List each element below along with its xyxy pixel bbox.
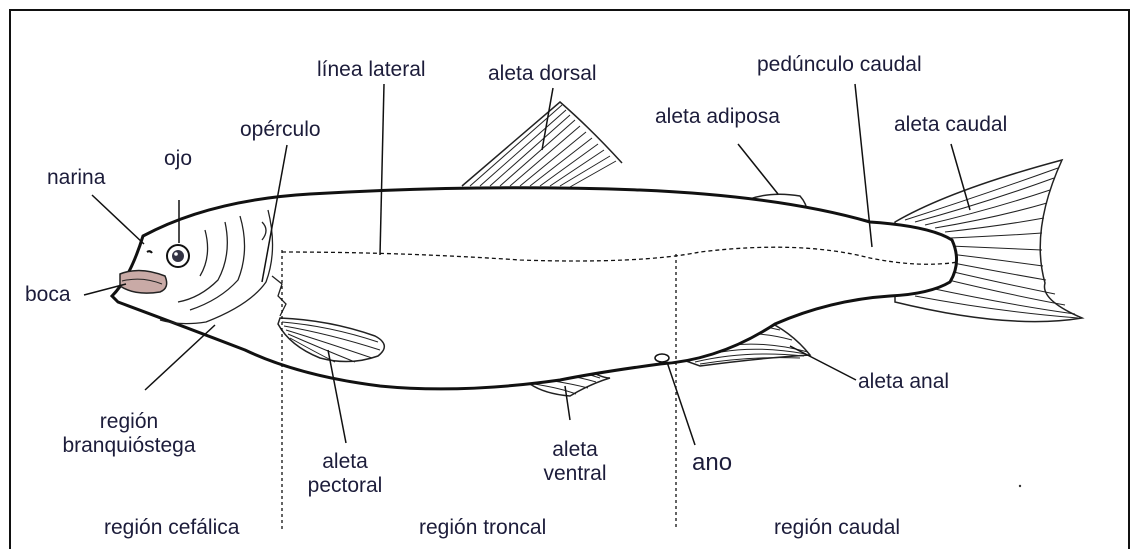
dorsal-fin [462, 102, 622, 187]
mouth [120, 270, 167, 293]
label-pedunculo-caudal: pedúnculo caudal [757, 53, 922, 77]
label-aleta-pectoral-line2: pectoral [290, 474, 400, 498]
label-aleta-anal: aleta anal [858, 370, 949, 394]
label-aleta-caudal: aleta caudal [894, 113, 1007, 137]
label-aleta-adiposa: aleta adiposa [655, 105, 780, 129]
label-aleta-pectoral: aleta pectoral [290, 450, 400, 498]
label-narina: narina [47, 166, 105, 190]
label-region-branquiostega-line2: branquióstega [40, 434, 218, 458]
label-aleta-ventral-line2: ventral [520, 462, 630, 486]
fish-body [112, 188, 957, 389]
speck [1019, 485, 1021, 487]
label-ano: ano [692, 451, 732, 475]
label-region-caudal: región caudal [774, 516, 900, 540]
label-region-cefalica: región cefálica [104, 516, 239, 540]
label-operculo: opérculo [240, 118, 321, 142]
label-aleta-ventral: aleta ventral [520, 438, 630, 486]
label-aleta-ventral-line1: aleta [520, 438, 630, 462]
label-aleta-pectoral-line1: aleta [290, 450, 400, 474]
label-boca: boca [25, 283, 71, 307]
label-region-branquiostega-line1: región [40, 410, 218, 434]
label-ojo: ojo [164, 147, 192, 171]
anus [655, 354, 669, 362]
label-linea-lateral: línea lateral [317, 58, 426, 82]
label-region-troncal: región troncal [419, 516, 546, 540]
label-region-branquiostega: región branquióstega [40, 410, 218, 458]
label-aleta-dorsal: aleta dorsal [488, 62, 597, 86]
